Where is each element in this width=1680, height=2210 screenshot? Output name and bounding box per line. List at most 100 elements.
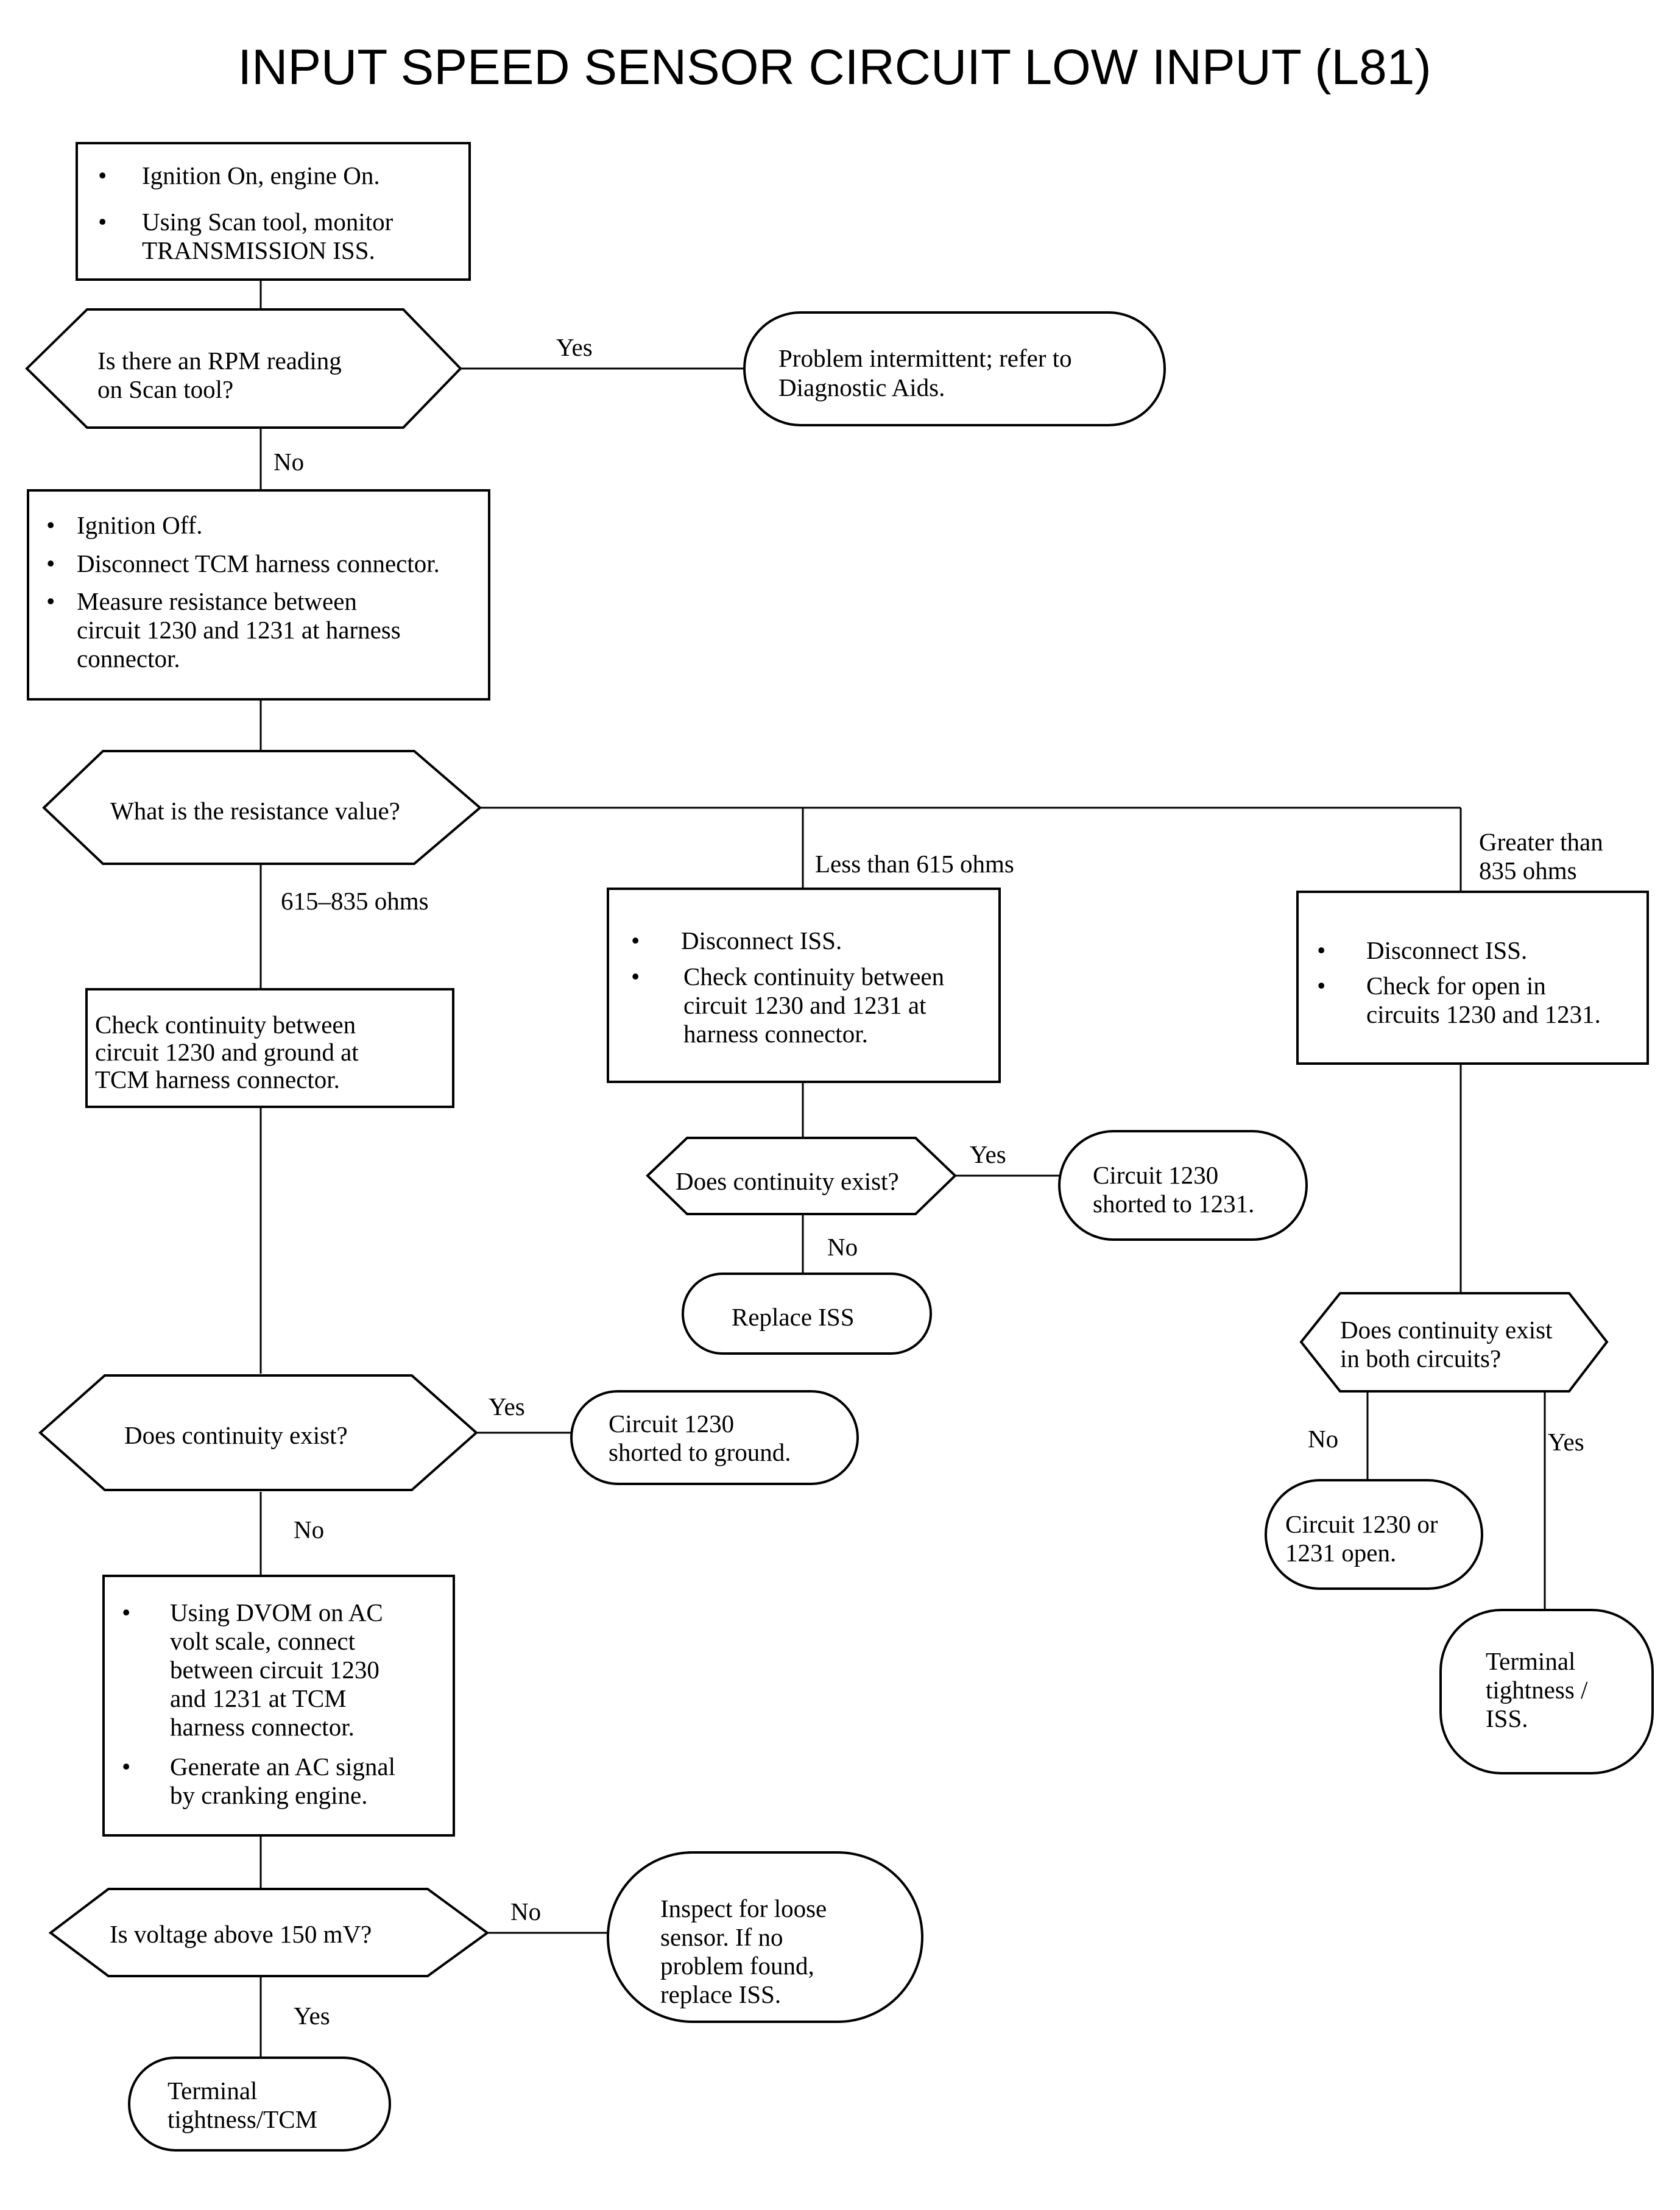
- bullet-icon: •: [122, 1598, 130, 1626]
- step-text: Ignition Off.: [77, 511, 203, 539]
- terminal-box: [128, 2056, 391, 2152]
- step-text: Using DVOM on AC: [170, 1598, 383, 1626]
- result-text: ISS.: [1486, 1704, 1528, 1732]
- decision-text: on Scan tool?: [97, 375, 233, 403]
- edge-label-yes: Yes: [489, 1393, 525, 1421]
- edge-label-range-high: Greater than: [1479, 828, 1603, 856]
- terminal-box: [570, 1390, 859, 1485]
- decision-text: Is there an RPM reading: [97, 347, 342, 375]
- bullet-icon: •: [631, 962, 640, 990]
- step-text: connector.: [77, 644, 180, 673]
- page-title: INPUT SPEED SENSOR CIRCUIT LOW INPUT (L8…: [238, 40, 1431, 95]
- result-replace-iss: Replace ISS: [682, 1273, 932, 1355]
- step-text: Disconnect ISS.: [1366, 936, 1527, 964]
- terminal-box: [1265, 1479, 1483, 1590]
- edge-label-yes: Yes: [1548, 1428, 1584, 1456]
- result-text: sensor. If no: [660, 1923, 783, 1951]
- step-check-1230-1231: • Disconnect ISS. • Check continuity bet…: [607, 888, 1001, 1083]
- step-text: Ignition On, engine On.: [142, 161, 380, 189]
- bullet-icon: •: [46, 587, 55, 615]
- step-text: and 1231 at TCM: [170, 1684, 347, 1712]
- bullet-icon: •: [1317, 972, 1325, 1000]
- step-text: circuit 1230 and 1231 at: [683, 991, 926, 1019]
- result-text: 1231 open.: [1285, 1539, 1396, 1567]
- terminal-box: [1439, 1609, 1654, 1774]
- process-box: [76, 142, 471, 281]
- edge-label-no: No: [294, 1516, 324, 1544]
- edge-label-yes: Yes: [970, 1140, 1006, 1168]
- step-text: Measure resistance between: [77, 587, 357, 615]
- result-text: Terminal: [1486, 1647, 1575, 1675]
- decision-text: What is the resistance value?: [110, 797, 400, 825]
- result-terminal-tightness-tcm: Terminal tightness/TCM: [128, 2056, 391, 2152]
- decision-text: Does continuity exist?: [124, 1421, 348, 1449]
- edge-label-range-high: 835 ohms: [1479, 856, 1577, 884]
- edge-label-no: No: [274, 448, 304, 476]
- result-text: Circuit 1230: [1093, 1161, 1218, 1189]
- decision-text: Does continuity exist: [1340, 1316, 1553, 1344]
- step-text: Disconnect TCM harness connector.: [77, 549, 440, 577]
- result-intermittent: Problem intermittent; refer to Diagnosti…: [743, 311, 1166, 426]
- result-text: shorted to 1231.: [1093, 1190, 1254, 1218]
- step-text: harness connector.: [683, 1020, 868, 1048]
- edge-label-yes: Yes: [294, 2002, 330, 2030]
- bullet-icon: •: [98, 208, 107, 236]
- decision-hexagon: [1299, 1292, 1609, 1393]
- decision-continuity-1231: Does continuity exist?: [646, 1137, 957, 1215]
- decision-voltage-150mv: Is voltage above 150 mV?: [48, 1888, 490, 1977]
- terminal-box: [682, 1273, 932, 1355]
- edge-label-no: No: [510, 1898, 541, 1926]
- bullet-icon: •: [631, 927, 640, 955]
- result-text: problem found,: [660, 1952, 814, 1980]
- step-text: Check for open in: [1366, 972, 1546, 1000]
- edge-label-yes: Yes: [556, 333, 593, 361]
- result-text: tightness/TCM: [168, 2105, 317, 2133]
- bullet-icon: •: [46, 549, 55, 577]
- step-text: Using Scan tool, monitor: [142, 208, 394, 236]
- step-text: TCM harness connector.: [95, 1065, 340, 1093]
- decision-continuity-ground: Does continuity exist?: [38, 1374, 479, 1491]
- step-measure-resistance: • Ignition Off. • Disconnect TCM harness…: [27, 489, 490, 701]
- edge-label-no: No: [1308, 1425, 1338, 1453]
- result-text: Replace ISS: [732, 1303, 855, 1331]
- result-circuit-open: Circuit 1230 or 1231 open.: [1265, 1479, 1483, 1590]
- bullet-icon: •: [122, 1753, 130, 1781]
- process-box: [27, 489, 490, 701]
- decision-rpm-reading: Is there an RPM reading on Scan tool?: [25, 308, 462, 429]
- step-text: between circuit 1230: [170, 1656, 379, 1684]
- decision-hexagon: [38, 1374, 479, 1491]
- process-box: [85, 988, 454, 1108]
- result-text: Circuit 1230 or: [1285, 1510, 1438, 1538]
- result-text: Circuit 1230: [609, 1410, 734, 1438]
- edge-label-range-low: Less than 615 ohms: [815, 850, 1014, 878]
- step-text: TRANSMISSION ISS.: [142, 236, 375, 264]
- step-text: Check continuity between: [683, 962, 944, 990]
- result-text: Inspect for loose: [660, 1894, 827, 1922]
- decision-hexagon: [646, 1137, 957, 1215]
- result-inspect-sensor: Inspect for loose sensor. If no problem …: [607, 1851, 923, 2023]
- step-text: by cranking engine.: [170, 1781, 367, 1809]
- decision-resistance-value: What is the resistance value?: [42, 750, 482, 865]
- result-text: Problem intermittent; refer to: [778, 344, 1072, 372]
- terminal-box: [607, 1851, 923, 2023]
- result-text: Diagnostic Aids.: [778, 373, 945, 401]
- decision-hexagon: [25, 308, 462, 429]
- decision-continuity-both: Does continuity exist in both circuits?: [1299, 1292, 1609, 1393]
- step-text: Disconnect ISS.: [681, 927, 842, 955]
- step-dvom-ac-voltage: • Using DVOM on AC volt scale, connect b…: [102, 1575, 455, 1837]
- step-text: Check continuity between: [95, 1011, 356, 1039]
- step-text: circuit 1230 and 1231 at harness: [77, 616, 401, 644]
- step-text: harness connector.: [170, 1713, 355, 1741]
- bullet-icon: •: [46, 511, 55, 539]
- decision-text: Is voltage above 150 mV?: [110, 1920, 372, 1948]
- result-text: shorted to ground.: [609, 1438, 791, 1466]
- edge-label-no: No: [827, 1233, 858, 1261]
- decision-text: in both circuits?: [1340, 1344, 1501, 1372]
- result-text: Terminal: [168, 2077, 257, 2105]
- step-check-ground: Check continuity between circuit 1230 an…: [85, 988, 454, 1108]
- bullet-icon: •: [98, 161, 107, 189]
- result-text: tightness /: [1486, 1676, 1588, 1704]
- result-text: replace ISS.: [660, 1980, 781, 2008]
- terminal-box: [743, 311, 1166, 426]
